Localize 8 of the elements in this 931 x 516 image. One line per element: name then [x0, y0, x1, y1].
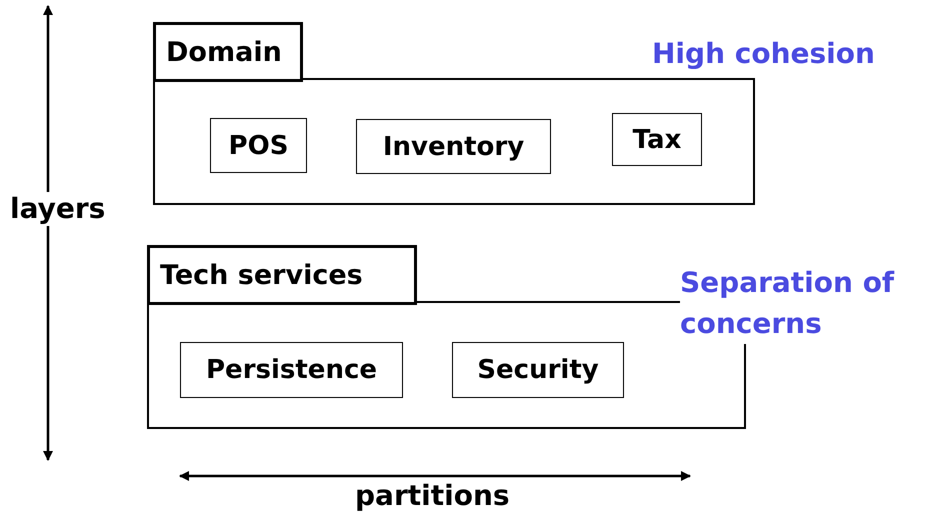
- class-box: Persistence: [180, 342, 403, 398]
- class-box: Inventory: [356, 119, 551, 174]
- class-box: POS: [210, 118, 307, 173]
- package-tab: Domain: [153, 22, 303, 82]
- class-box: Tax: [612, 113, 702, 166]
- package-tab: Tech services: [147, 245, 417, 305]
- axis-label: layers: [10, 192, 106, 226]
- class-box: Security: [452, 342, 624, 398]
